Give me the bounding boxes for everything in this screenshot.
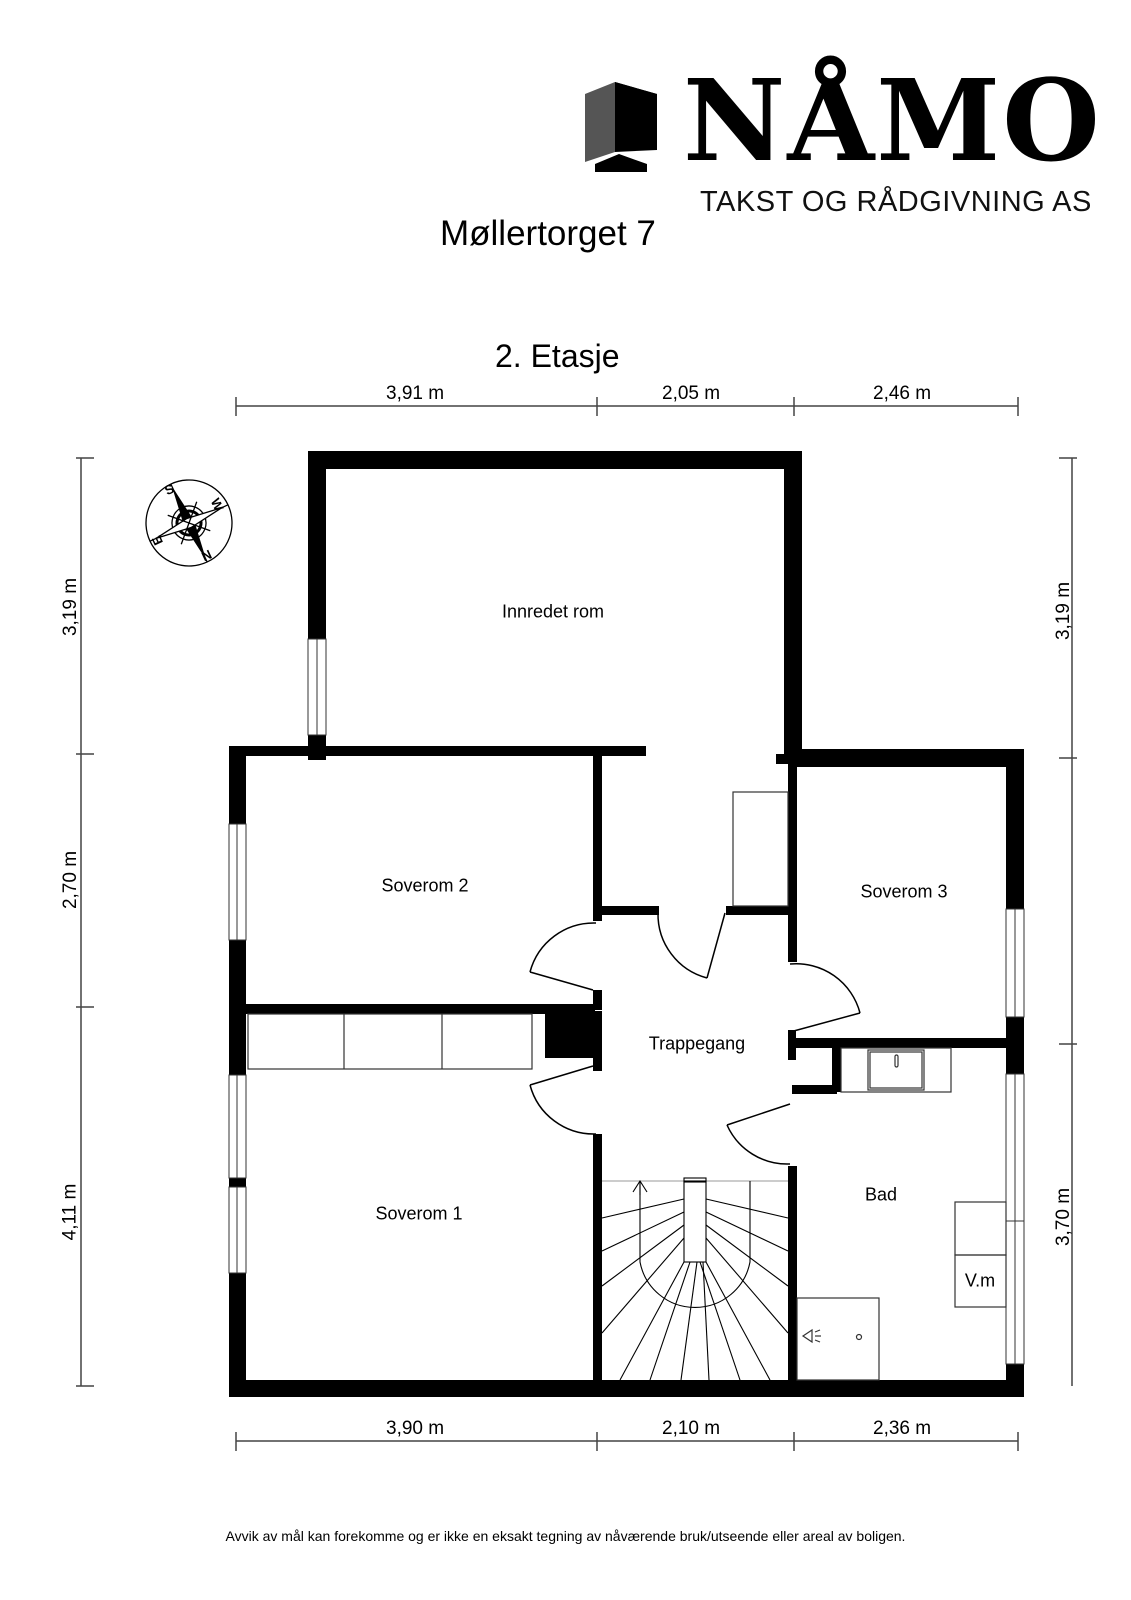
- windows: [228, 638, 1025, 1365]
- staircase: [601, 1177, 789, 1381]
- dim-right-1: 3,19 m: [1053, 581, 1075, 641]
- fixtures: [247, 791, 1007, 1381]
- dim-bottom-1: 3,90 m: [386, 1418, 445, 1439]
- room-soverom-1: Soverom 1: [375, 1203, 463, 1224]
- room-soverom-2: Soverom 2: [381, 875, 469, 896]
- dim-left-3: 4,11 m: [59, 1183, 81, 1241]
- doors: [529, 912, 861, 1165]
- dim-right-2: 3,70 m: [1053, 1187, 1075, 1247]
- dim-bottom-3: 2,36 m: [873, 1418, 932, 1439]
- walls: [229, 451, 1024, 1397]
- dimension-lines: [76, 397, 1077, 1451]
- dim-left-1: 3,19 m: [60, 577, 82, 637]
- room-innredet-rom: Innredet rom: [501, 601, 605, 622]
- brand-tagline: TAKST OG RÅDGIVNING AS: [700, 186, 1092, 218]
- compass-rose-icon: [145, 479, 233, 567]
- room-bad: Bad: [864, 1184, 898, 1205]
- dim-top-3: 2,46 m: [873, 383, 932, 404]
- disclaimer: Avvik av mål kan forekomme og er ikke en…: [225, 1528, 906, 1544]
- brand-wordmark: NÅMO: [683, 56, 1102, 187]
- house-corner-icon: [585, 82, 657, 172]
- room-soverom-3: Soverom 3: [860, 881, 948, 902]
- washing-machine-label: V.m: [964, 1270, 996, 1291]
- dim-bottom-2: 2,10 m: [662, 1418, 721, 1439]
- room-trappegang: Trappegang: [648, 1033, 746, 1054]
- dim-top-2: 2,05 m: [662, 383, 721, 404]
- dim-top-1: 3,91 m: [386, 383, 445, 404]
- property-address: Møllertorget 7: [440, 214, 656, 253]
- dim-left-2: 2,70 m: [60, 850, 82, 910]
- floor-title: 2. Etasje: [495, 338, 620, 374]
